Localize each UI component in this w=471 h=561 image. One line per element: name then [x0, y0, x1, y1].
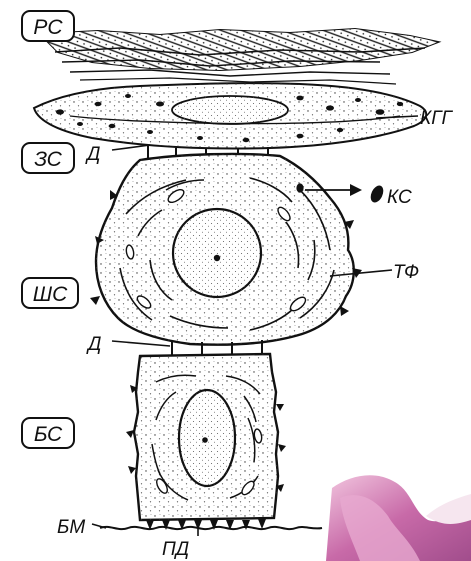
- label-rs: РС: [33, 16, 63, 39]
- label-box-bs: БС: [22, 418, 74, 448]
- label-ks: КС: [387, 187, 412, 208]
- stratum-corneum: [40, 29, 438, 84]
- label-pd: ПД: [162, 539, 189, 560]
- label-bs: БС: [34, 423, 63, 446]
- label-box-rs: РС: [22, 11, 74, 41]
- label-d-upper: Д: [85, 144, 100, 165]
- histology-photo-fragment: [326, 468, 471, 561]
- stratum-granulosum: [34, 83, 426, 148]
- label-tf: ТФ: [393, 262, 419, 283]
- label-box-shs: ШС: [22, 278, 78, 308]
- basal-cell: [126, 354, 286, 520]
- label-shs: ШС: [33, 283, 68, 306]
- label-bm: БМ: [57, 517, 85, 538]
- spinous-cell: [90, 154, 362, 345]
- label-box-zs: ЗС: [22, 143, 74, 173]
- label-kgg: КГГ: [420, 108, 454, 129]
- label-d-lower: Д: [86, 334, 101, 355]
- label-zs: ЗС: [34, 148, 62, 171]
- basement-membrane: [100, 527, 322, 529]
